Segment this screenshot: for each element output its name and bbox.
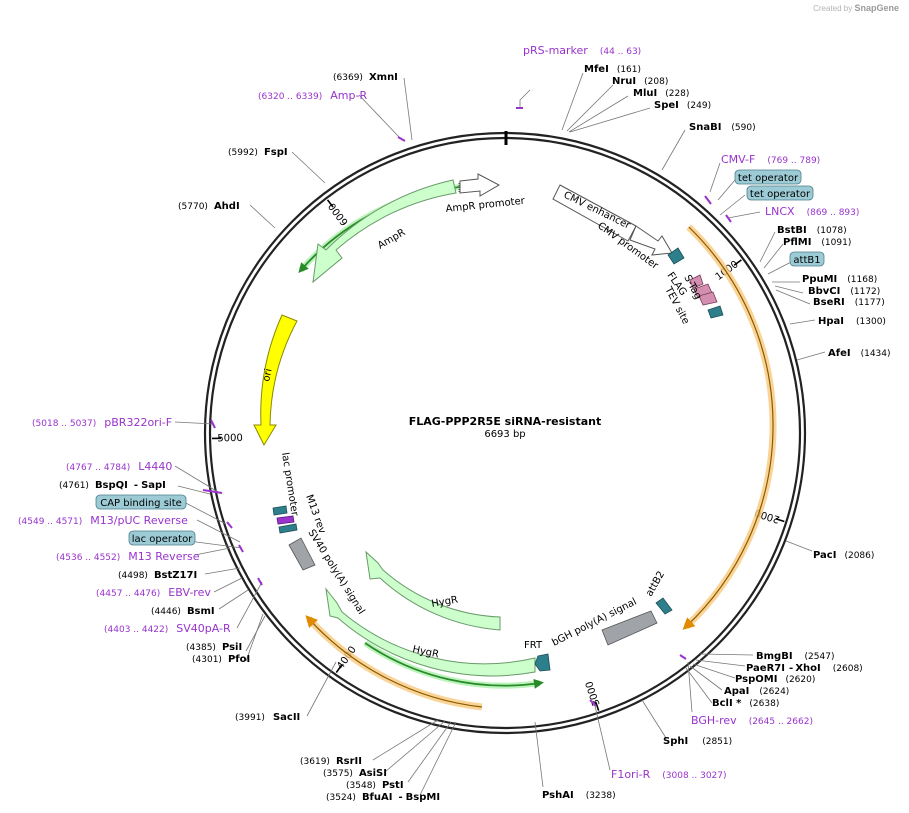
primer-m13-puc-reverse: (4549 .. 4571)M13/pUC Reverse	[18, 514, 188, 527]
enzyme-afei: AfeI(1434)	[828, 348, 891, 359]
enzyme-sphi: SphI(2851)	[663, 736, 732, 747]
primer-bgh-rev: BGH-rev(2645 .. 2662)	[691, 714, 813, 727]
feature-ori: ori	[253, 314, 298, 447]
enzyme-paci: PacI(2086)	[813, 550, 874, 561]
feature-ampr: AmpR	[312, 179, 457, 284]
enzyme-bstz17i: (4498)BstZ17I	[118, 570, 197, 581]
enzyme-bseri: BseRI(1177)	[813, 297, 885, 308]
enzyme-bfuai-bspmi: (3524)BfuAI-BspMI	[326, 792, 440, 803]
boxed-feature-labels: tet operator tet operator attB1 CAP bind…	[95, 169, 825, 546]
enzyme-bsmi: (4446)BsmI	[151, 606, 215, 617]
primer-l4440: (4767 .. 4784)L4440	[66, 460, 172, 473]
feature-hygr-2: HygR	[325, 587, 536, 677]
enzyme-psti: (3548)PstI	[346, 780, 404, 791]
enzyme-ahdi: (5770)AhdI	[178, 201, 240, 212]
enzyme-xmni: (6369)XmnI	[333, 72, 398, 83]
box-cap-binding-site: CAP binding site	[95, 494, 187, 510]
primer-amp-r: (6320 .. 6339)Amp-R	[258, 89, 367, 102]
box-tet-operator-1: tet operator	[734, 169, 802, 185]
feature-flag-stag-tev: FLAG S-Tag TEV site	[662, 247, 724, 326]
primer-prs-marker: pRS-marker(44 .. 63)	[523, 44, 641, 57]
primer-f1ori-r: F1ori-R(3008 .. 3027)	[611, 768, 727, 781]
label-ori: ori	[261, 368, 274, 383]
enzyme-fspi: (5992)FspI	[228, 147, 288, 158]
enzyme-bcli: BclI *(2638)	[712, 698, 779, 709]
enzyme-labels: MfeI(161) NruI(208) MluI(228) SpeI(249) …	[59, 64, 891, 803]
snapgene-credit: Created by SnapGene	[813, 3, 899, 13]
enzyme-spei: SpeI(249)	[654, 100, 711, 111]
primer-ebv-rev: (4457 .. 4476)EBV-rev	[96, 586, 211, 599]
label-frt: FRT	[524, 640, 543, 651]
enzyme-pflmi: PflMI(1091)	[783, 237, 851, 248]
feature-cmv-enhancer: CMV enhancer	[552, 184, 637, 242]
svg-text:tet operator: tet operator	[738, 173, 799, 184]
enzyme-psii: (4385)PsiI	[186, 642, 242, 653]
hygr-direction-arrow	[363, 640, 544, 689]
enzyme-bspqi-sapi: (4761)BspQI-SapI	[59, 480, 166, 491]
enzyme-rsrii: (3619)RsrII	[300, 756, 362, 767]
enzyme-mfei: MfeI(161)	[584, 64, 641, 75]
feature-frt: FRT	[524, 640, 551, 672]
label-attb2: attB2	[644, 569, 667, 598]
enzyme-sacii: (3991)SacII	[235, 712, 300, 723]
enzyme-apai: ApaI(2624)	[724, 686, 789, 697]
feature-ampr-promoter: AmpR promoter	[445, 173, 526, 215]
primer-cmv-f: CMV-F(769 .. 789)	[721, 153, 820, 166]
enzyme-bmgbi: BmgBI(2547)	[756, 651, 834, 662]
enzyme-pshai: PshAI(3238)	[542, 790, 616, 801]
plasmid-title: FLAG-PPP2R5E siRNA-resistant 6693 bp	[409, 415, 602, 440]
orf-highlight-1	[682, 224, 777, 630]
snapgene-logo: SnapGene	[854, 3, 899, 13]
enzyme-paer7i-xhoi: PaeR7I-XhoI(2608)	[746, 663, 863, 674]
box-tet-operator-2: tet operator	[746, 185, 814, 201]
scale-tick	[595, 701, 600, 711]
backbone	[203, 131, 807, 735]
feature-bgh-polya: bGH poly(A) signal	[550, 596, 658, 649]
enzyme-bbvci: BbvCI(1172)	[808, 286, 880, 297]
label-hygr-1: HygR	[431, 594, 459, 609]
label-ampr-promoter: AmpR promoter	[445, 196, 526, 215]
enzyme-asisi: (3575)AsiSI	[323, 768, 387, 779]
primer-m13-reverse: (4536 .. 4552)M13 Reverse	[56, 550, 200, 563]
label-ampr: AmpR	[376, 227, 407, 251]
svg-text:tet operator: tet operator	[750, 189, 811, 200]
box-lac-operator: lac operator	[128, 530, 196, 546]
enzyme-snabi: SnaBI(590)	[689, 122, 756, 133]
scale-tick	[775, 517, 785, 523]
enzyme-pspomi: PspOMI(2620)	[735, 674, 815, 685]
svg-text:lac operator: lac operator	[132, 534, 193, 545]
primer-labels: pRS-marker(44 .. 63) CMV-F(769 .. 789) L…	[18, 44, 859, 781]
enzyme-ppumi: PpuMI(1168)	[802, 274, 877, 285]
feature-hygr-1: HygR	[365, 550, 501, 631]
feature-lac-m13: lac promoter M13 rev	[272, 452, 327, 535]
primer-marks	[202, 107, 732, 707]
primer-pbr322ori-f: (5018 .. 5037)pBR322ori-F	[32, 416, 172, 429]
svg-text:CAP binding site: CAP binding site	[100, 498, 182, 509]
plasmid-name: FLAG-PPP2R5E siRNA-resistant	[409, 415, 602, 428]
scale-tick-label: 6000	[327, 200, 351, 227]
box-attb1: attB1	[789, 251, 825, 267]
label-hygr-2: HygR	[411, 644, 439, 660]
primer-lncx: LNCX(869 .. 893)	[765, 205, 859, 218]
scale-tick-label: 5000	[217, 433, 243, 444]
feature-attb2: attB2	[644, 569, 673, 615]
primer-sv40pa-r: (4403 .. 4422)SV40pA-R	[104, 622, 231, 635]
enzyme-pfoi: (4301)PfoI	[192, 654, 250, 665]
enzyme-bstbi: BstBI(1078)	[777, 225, 847, 236]
leader-lines	[165, 72, 826, 796]
scale-tick	[733, 259, 742, 266]
enzyme-nrui: NruI(208)	[612, 76, 668, 87]
scale-tick	[335, 664, 343, 674]
enzyme-mlui: MluI(228)	[633, 88, 689, 99]
plasmid-length: 6693 bp	[484, 429, 525, 440]
svg-text:attB1: attB1	[793, 255, 820, 266]
scale-tick	[326, 199, 334, 208]
enzyme-hpai: HpaI(1300)	[818, 316, 886, 327]
orf-highlight-2	[305, 615, 483, 711]
